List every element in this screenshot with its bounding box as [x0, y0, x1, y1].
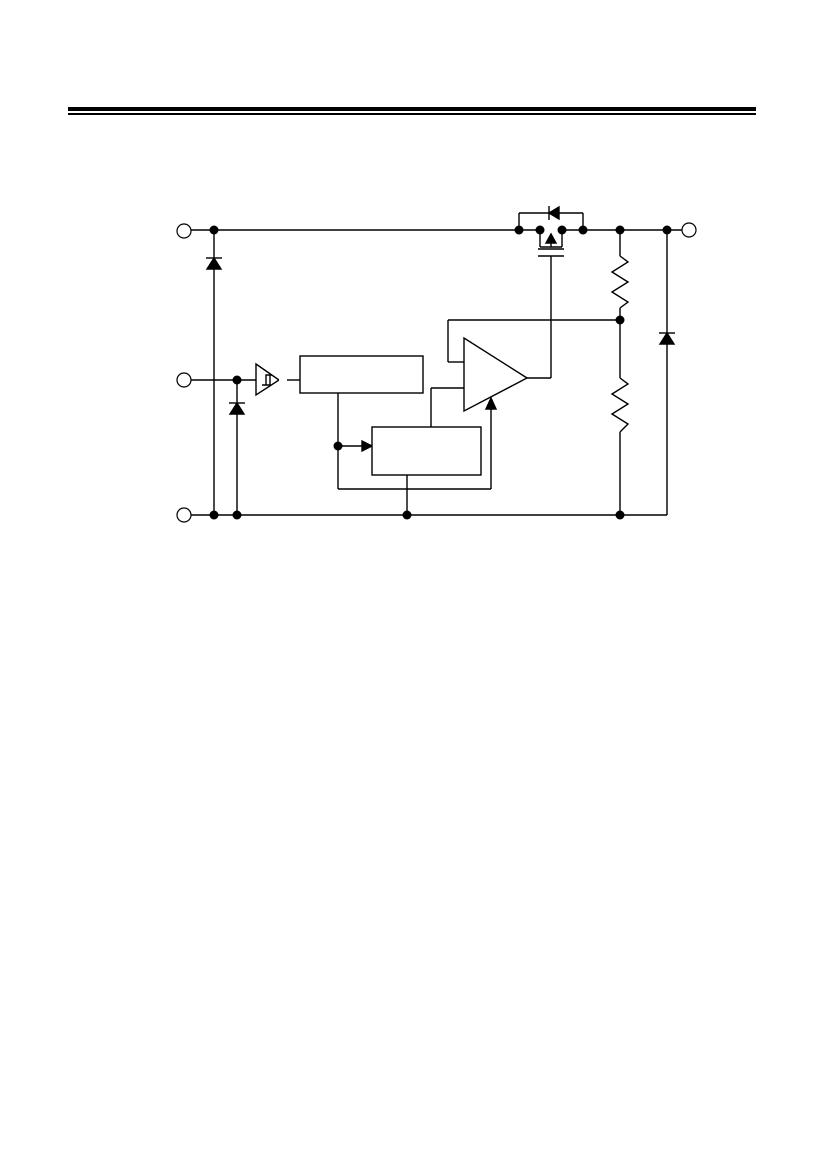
header-rule-thin — [68, 113, 756, 115]
reference-block — [337, 387, 498, 515]
header-rule-thick — [68, 107, 756, 111]
ground-terminal — [176, 507, 192, 523]
feedback-resistor-upper — [610, 255, 630, 309]
esd-diode-output — [658, 331, 676, 345]
input-terminal — [176, 223, 192, 239]
ground-rail — [190, 230, 668, 516]
esd-diode-input — [205, 230, 223, 515]
feedback-resistor-lower — [610, 377, 630, 433]
esd-diode-control — [228, 401, 246, 415]
feedback-divider — [610, 230, 630, 515]
control-terminal — [176, 372, 192, 388]
schmitt-trigger-inverter — [255, 362, 300, 397]
error-amplifier — [447, 256, 620, 413]
output-terminal — [681, 222, 697, 238]
pass-transistor-pmos — [518, 205, 584, 257]
junction-dots — [209, 225, 672, 520]
control-logic-block — [299, 355, 424, 394]
control-input-wire — [191, 379, 256, 515]
